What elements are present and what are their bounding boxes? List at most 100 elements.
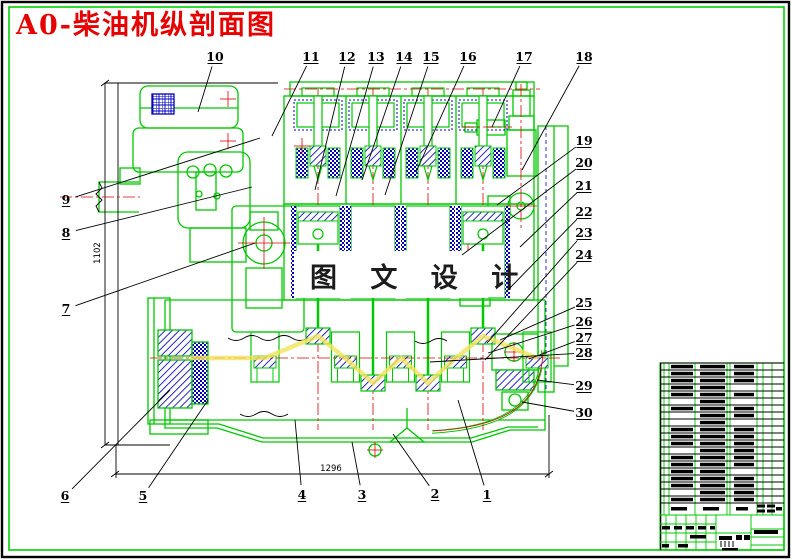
- leader-line-12: [314, 66, 346, 191]
- table-text-bar: [700, 385, 725, 390]
- parts-list-table: [659, 362, 785, 551]
- callout-13: 13: [367, 49, 384, 64]
- breather-cover: [177, 151, 251, 263]
- table-text-bar: [734, 427, 754, 432]
- leader-line-15: [384, 66, 429, 196]
- callout-23: 23: [575, 225, 592, 240]
- table-text-bar: [671, 462, 693, 467]
- callout-19: 19: [575, 133, 592, 148]
- table-text-bar: [671, 406, 693, 411]
- callout-26: 26: [575, 314, 593, 329]
- table-text-bar: [671, 441, 693, 446]
- fuel-filter: [506, 81, 537, 220]
- leader-line-9: [75, 137, 261, 198]
- callout-28: 28: [575, 345, 593, 360]
- leader-line-19: [496, 146, 577, 206]
- callout-10: 10: [206, 49, 224, 64]
- crank-throw-line: [190, 333, 538, 387]
- front-pulley: [147, 297, 209, 435]
- table-text-bar: [734, 371, 754, 376]
- table-text-bar: [671, 385, 693, 390]
- leader-line-25: [499, 306, 576, 341]
- callout-16: 16: [459, 49, 477, 64]
- oil-pan: [164, 408, 546, 457]
- leader-line-22: [504, 218, 578, 294]
- table-text-bar: [734, 392, 754, 397]
- table-text-bar: [734, 483, 754, 488]
- leader-line-11: [271, 65, 307, 137]
- callout-9: 9: [62, 192, 71, 207]
- leader-line-7: [75, 242, 256, 307]
- height-dimension: 1102: [93, 242, 103, 264]
- table-text-bar: [734, 441, 754, 446]
- callout-2: 2: [431, 486, 440, 501]
- watermark-text: 图 文 设 计: [310, 262, 530, 294]
- table-text-bar: [671, 483, 693, 488]
- callout-29: 29: [575, 378, 592, 393]
- table-text-bar: [700, 406, 725, 411]
- table-text-bar: [700, 399, 725, 404]
- callout-3: 3: [358, 487, 367, 502]
- table-text-bar: [734, 434, 754, 439]
- table-text-bar: [734, 455, 754, 460]
- table-text-bar: [700, 490, 725, 495]
- main-bearing: [440, 331, 471, 383]
- table-text-bar: [671, 469, 693, 474]
- table-text-bar: [700, 448, 725, 453]
- signature-bar: [754, 530, 778, 534]
- table-text-bar: [671, 476, 693, 481]
- leader-line-17: [491, 65, 521, 128]
- gasket-wave: [414, 338, 448, 344]
- leader-line-6: [71, 389, 171, 490]
- callout-20: 20: [575, 155, 593, 170]
- filter-element: [151, 93, 175, 115]
- watermark: 图 文 设 计: [294, 251, 530, 298]
- table-text-bar: [700, 371, 725, 376]
- table-text-bar: [700, 483, 725, 488]
- table-text-bar: [700, 476, 725, 481]
- leader-line-14: [361, 66, 402, 181]
- leader-line-10: [197, 66, 213, 113]
- table-text-bar: [671, 455, 693, 460]
- leader-line-5: [148, 399, 209, 488]
- table-text-bar: [671, 434, 693, 439]
- leader-line-28: [429, 353, 575, 363]
- gasket-wave: [227, 335, 309, 341]
- table-text-bar: [700, 364, 725, 369]
- callout-18: 18: [575, 49, 593, 64]
- callout-24: 24: [575, 247, 593, 262]
- table-text-bar: [671, 392, 693, 397]
- table-text-bar: [700, 392, 725, 397]
- oil-pickup: [388, 427, 426, 443]
- leader-line-23: [486, 240, 578, 344]
- table-text-bar: [671, 378, 693, 383]
- callout-11: 11: [302, 49, 319, 64]
- callout-15: 15: [422, 49, 439, 64]
- table-text-bar: [700, 413, 725, 418]
- callout-30: 30: [575, 405, 593, 420]
- width-dimension: 1296: [320, 464, 342, 474]
- oil-pipe-centerline: [432, 351, 544, 432]
- leader-line-26: [487, 324, 575, 354]
- table-text-bar: [734, 462, 754, 467]
- leader-line-8: [75, 186, 253, 232]
- table-text-bar: [671, 364, 693, 369]
- table-text-bar: [700, 441, 725, 446]
- table-text-bar: [734, 413, 754, 418]
- leader-line-20: [461, 168, 577, 256]
- main-bearings: [250, 331, 552, 383]
- table-text-bar: [700, 497, 725, 502]
- gasket-wave: [239, 411, 289, 417]
- callout-1: 1: [483, 487, 492, 502]
- callout-27: 27: [575, 330, 592, 345]
- dimension-texts: 1102 1296: [93, 242, 342, 474]
- table-text-bar: [734, 476, 754, 481]
- table-text-bar: [734, 378, 754, 383]
- leader-line-16: [415, 65, 465, 173]
- callout-14: 14: [395, 49, 413, 64]
- table-text-bar: [734, 490, 754, 495]
- callout-22: 22: [575, 204, 592, 219]
- table-text-bar: [734, 406, 754, 411]
